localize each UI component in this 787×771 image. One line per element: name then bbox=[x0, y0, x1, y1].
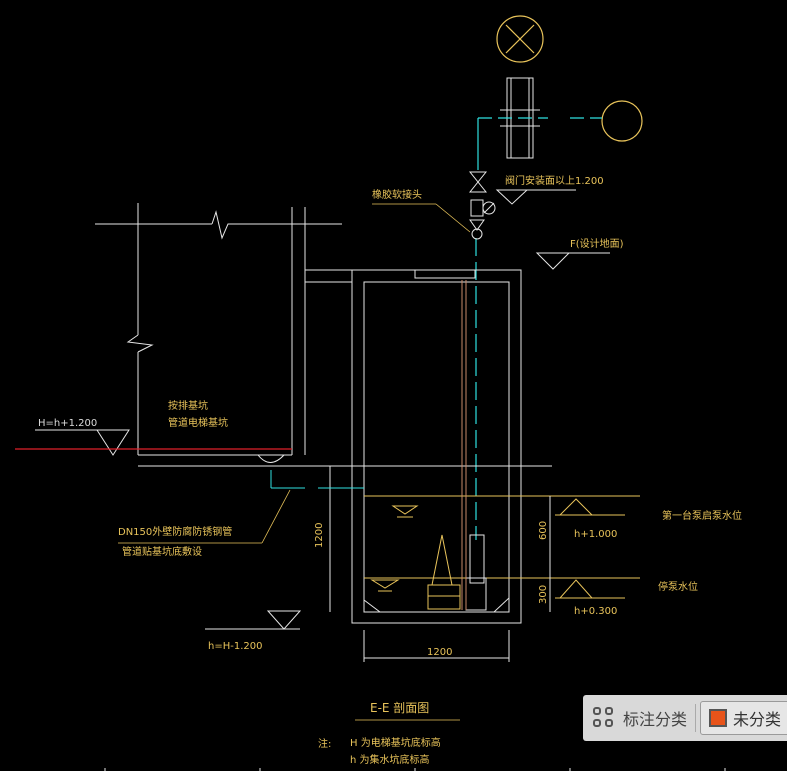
annotate-category-button[interactable]: 标注分类 bbox=[623, 710, 688, 729]
label-pipe-dn150: DN150外壁防腐防锈钢管 bbox=[118, 525, 232, 538]
annotation-toolbar: 标注分类 未分类 bbox=[583, 695, 787, 741]
note-prefix: 注: bbox=[318, 737, 331, 750]
label-h-plus-0300: h+0.300 bbox=[574, 606, 617, 617]
dim-600: 600 bbox=[538, 521, 549, 540]
note-h: h 为集水坑底标高 bbox=[350, 753, 430, 766]
valves bbox=[468, 171, 496, 240]
label-anti-leak-connector: 橡胶软接头 bbox=[372, 188, 422, 201]
discharge-pipe bbox=[475, 117, 602, 540]
grid-apps-icon[interactable] bbox=[593, 707, 615, 729]
dim-1200-bottom: 1200 bbox=[427, 647, 452, 658]
note-a-line1: 按排基坑 bbox=[168, 399, 208, 412]
label-h-minus-1200: h=H-1.200 bbox=[208, 641, 262, 652]
label-first-pump-level: 第一台泵启泵水位 bbox=[662, 509, 742, 522]
sump-pit bbox=[351, 269, 522, 624]
drain-pipe bbox=[270, 470, 364, 489]
category-chip-label: 未分类 bbox=[733, 710, 782, 729]
category-chip[interactable]: 未分类 bbox=[700, 701, 787, 735]
section-title: E-E 剖面图 bbox=[370, 701, 429, 715]
red-line bbox=[15, 448, 292, 463]
dim-300: 300 bbox=[538, 585, 549, 604]
water-levels bbox=[364, 495, 640, 599]
motor-symbol bbox=[496, 15, 544, 63]
equipment-symbols bbox=[496, 15, 643, 142]
dim-1200-vertical: 1200 bbox=[314, 523, 325, 548]
label-ground-design: F(设计地面) bbox=[570, 237, 624, 250]
label-h-level: H=h+1.200 bbox=[38, 418, 97, 429]
leaders bbox=[118, 203, 471, 544]
elevation-markers bbox=[35, 189, 610, 630]
category-color-swatch bbox=[709, 709, 728, 727]
note-H: H 为电梯基坑底标高 bbox=[350, 736, 441, 749]
label-valve-top-elev: 阀门安装面以上1.200 bbox=[505, 174, 604, 187]
note-a-line2: 管道电梯基坑 bbox=[168, 416, 228, 429]
toolbar-divider bbox=[695, 704, 697, 732]
label-stop-level: 停泵水位 bbox=[658, 580, 698, 593]
basement-walls bbox=[95, 203, 552, 467]
dimension-lines bbox=[329, 466, 551, 662]
label-pipe-dn150-line2: 管道贴基坑底敷设 bbox=[122, 545, 202, 558]
pump-circle-symbol bbox=[601, 100, 643, 142]
label-h-plus-1000: h+1.000 bbox=[574, 529, 617, 540]
submersible-pump bbox=[427, 280, 487, 611]
